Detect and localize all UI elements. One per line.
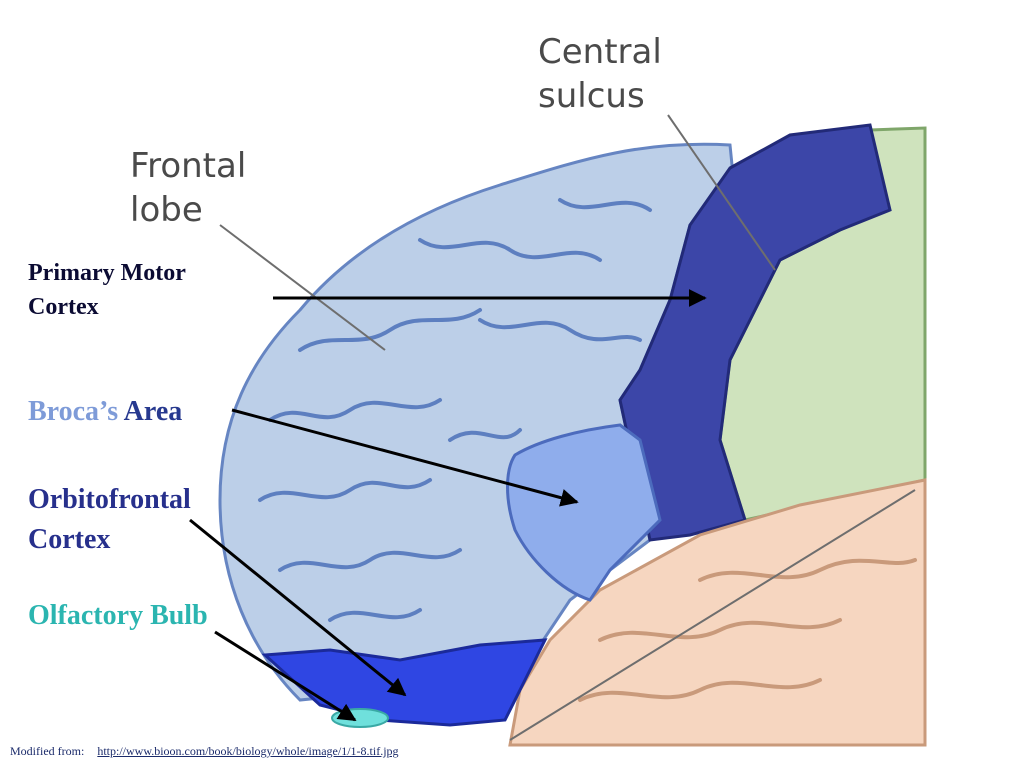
orbitofrontal-cortex-label: Orbitofrontal Cortex [28, 480, 191, 560]
orbitofrontal-arrow [189, 518, 407, 697]
olfactory-bulb-arrow [214, 630, 357, 722]
source-credit: Modified from: http://www.bioon.com/book… [10, 744, 399, 759]
primary-motor-line2: Cortex [28, 294, 99, 320]
frontal-sulci [258, 198, 652, 622]
central-sulcus-line2: sulcus [538, 76, 645, 116]
brocas-area-label: Broca’s Area [28, 394, 182, 430]
orbitofrontal-line2: Cortex [28, 524, 111, 555]
primary-motor-line1: Primary Motor [28, 260, 186, 286]
primary-motor-cortex-label: Primary Motor Cortex [28, 256, 186, 324]
frontal-lobe-line2: lobe [130, 190, 203, 230]
frontal-lobe-label: Frontal lobe [130, 144, 246, 232]
central-sulcus-leader-line [667, 114, 776, 271]
temporal-sulci [578, 558, 917, 702]
central-sulcus-label: Central sulcus [538, 30, 662, 118]
frontal-lobe-line1: Frontal [130, 146, 247, 186]
olfactory-bulb-label: Olfactory Bulb [28, 600, 208, 631]
temporal-leader-line [509, 489, 916, 741]
broca-label-part2: Area [118, 396, 183, 427]
central-sulcus-line1: Central [538, 32, 662, 72]
credit-link[interactable]: http://www.bioon.com/book/biology/whole/… [97, 744, 399, 758]
primary-motor-cortex-region [618, 123, 892, 542]
brocas-area-region [506, 423, 662, 602]
orbitofrontal-line1: Orbitofrontal [28, 484, 191, 515]
credit-prefix: Modified from: [10, 744, 85, 758]
broca-arrow [231, 408, 579, 507]
frontal-lobe-leader-line [219, 224, 386, 351]
broca-label-part1: Broca’s [28, 396, 119, 427]
